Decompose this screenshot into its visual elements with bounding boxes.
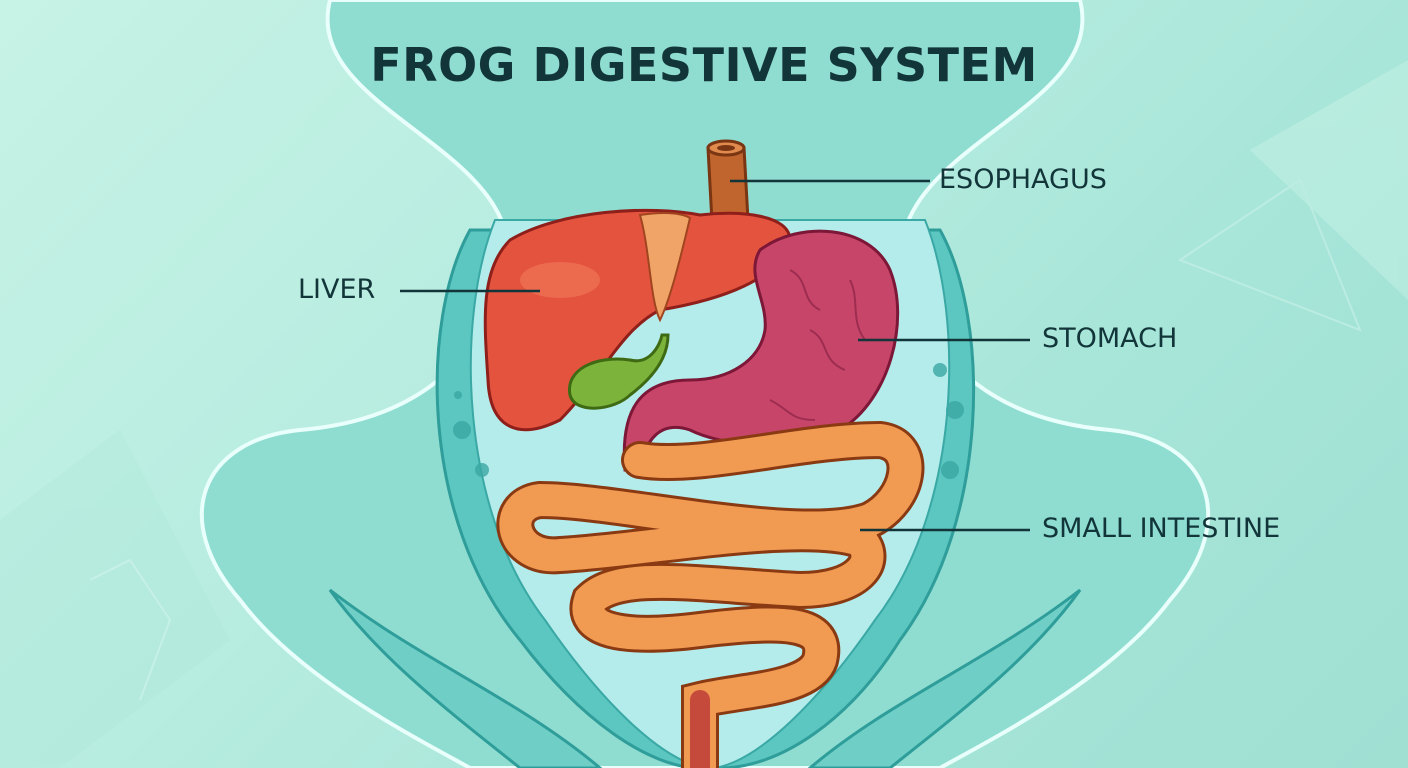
stomach [622,229,900,472]
small-intestine [496,420,925,768]
page-title: FROG DIGESTIVE SYSTEM [370,38,1038,92]
label-small-intestine: SMALL INTESTINE [1042,513,1281,544]
liver [483,208,792,432]
label-liver: LIVER [298,274,376,305]
background-decor [0,60,1408,768]
esophagus [706,139,750,224]
label-stomach: STOMACH [1042,323,1178,354]
gallbladder [568,333,670,410]
leader-lines [400,179,1030,532]
label-esophagus: ESOPHAGUS [939,164,1107,195]
